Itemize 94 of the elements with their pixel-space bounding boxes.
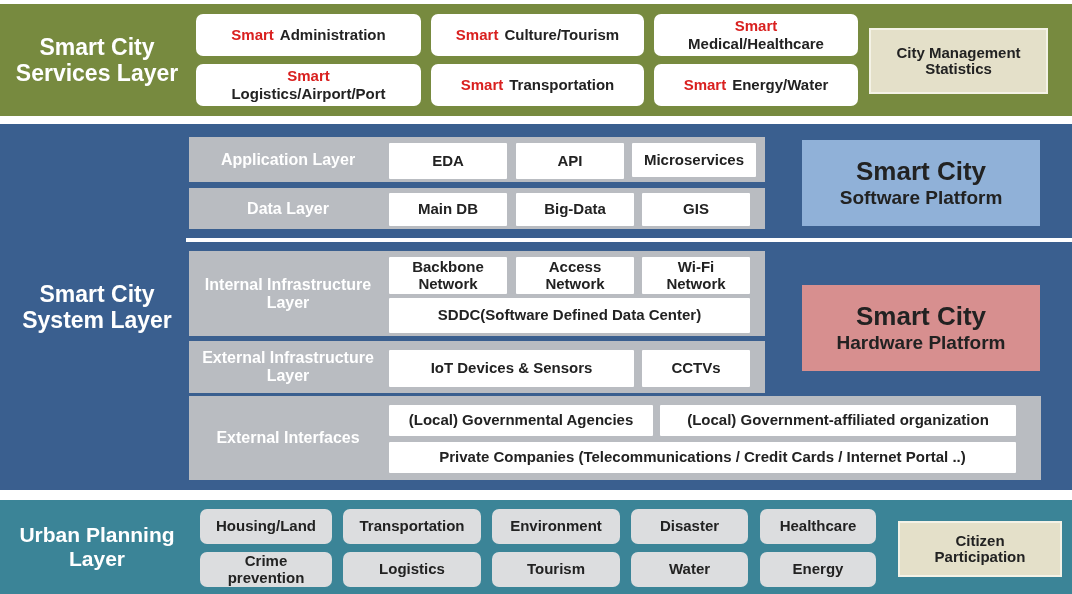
service-label: Energy/Water (732, 76, 829, 94)
box-label: Logistics (379, 561, 445, 578)
box-label: Environment (510, 518, 602, 535)
topic-box (343, 552, 481, 587)
topic-box (631, 552, 748, 587)
box-label: IoT Devices & Sensors (430, 360, 593, 377)
box-label: City Management Statistics (895, 44, 1022, 78)
prefix-label: Smart (460, 76, 504, 94)
prefix-label: Smart (287, 67, 330, 84)
service-box (654, 14, 858, 56)
layer-label: Internal Infrastructure Layer (203, 275, 373, 312)
box-label: Wi-Fi Network (665, 259, 727, 292)
box-label: Main DB (418, 201, 478, 218)
box-label: CCTVs (671, 360, 721, 377)
layer-label: External Interfaces (215, 428, 361, 448)
box-label: API (557, 152, 583, 170)
topic-box (200, 509, 332, 544)
platform-subtitle: Hardware Platform (836, 332, 1006, 354)
topic-box (760, 509, 876, 544)
layer-label: Data Layer (246, 199, 330, 218)
layer-band (0, 4, 1072, 116)
box-label: EDA (432, 152, 464, 170)
component-box (389, 442, 1016, 473)
service-box (431, 14, 644, 56)
box-label: Crime prevention (226, 553, 306, 586)
box-label: (Local) Governmental Agencies (408, 412, 634, 429)
layer-label: Smart City System Layer (21, 280, 173, 334)
platform-title: Smart City (855, 302, 986, 331)
layer-band (0, 124, 1072, 490)
component-box (516, 193, 634, 226)
box-label: Microservices (643, 151, 745, 169)
box-label: Tourism (526, 561, 586, 578)
service-label: Medical/Healthcare (688, 36, 824, 53)
platform-title: Smart City (855, 157, 986, 186)
layer-band (0, 500, 1072, 594)
component-box (660, 405, 1016, 436)
prefix-label: Smart (683, 76, 727, 94)
component-box (642, 193, 750, 226)
info-box (898, 521, 1062, 577)
box-label: Transportation (359, 518, 465, 535)
box-label: Private Companies (Telecommunications / Credit Cards / Internet Portal ..) (439, 449, 966, 466)
sublayer-row (189, 188, 765, 229)
box-label: Healthcare (779, 518, 857, 535)
component-box (389, 350, 634, 387)
layer-label: Smart City Services Layer (14, 33, 180, 87)
layer-label: External Infrastructure Layer (201, 348, 375, 386)
sublayer-row (189, 341, 765, 393)
component-box (389, 298, 750, 333)
service-box (196, 64, 421, 106)
component-box (516, 143, 624, 179)
topic-box (631, 509, 748, 544)
topic-box (492, 509, 620, 544)
topic-box (343, 509, 481, 544)
platform-box (802, 285, 1040, 371)
sublayer-row (189, 396, 1041, 480)
service-label: Transportation (509, 76, 615, 94)
box-label: Disaster (659, 518, 720, 535)
box-label: Housing/Land (216, 518, 316, 535)
box-label: (Local) Government-affiliated organization (687, 412, 989, 429)
topic-box (760, 552, 876, 587)
component-box (389, 143, 507, 179)
component-box (516, 257, 634, 294)
box-label: GIS (683, 201, 709, 218)
box-label: Water (668, 561, 711, 578)
box-label: Big-Data (544, 201, 606, 218)
topic-box (200, 552, 332, 587)
service-label: Administration (279, 26, 386, 44)
component-box (642, 350, 750, 387)
prefix-label: Smart (455, 26, 499, 44)
component-box (389, 405, 653, 436)
prefix-label: Smart (231, 26, 274, 44)
component-box (632, 143, 756, 177)
sublayer-row (189, 137, 765, 182)
service-box (431, 64, 644, 106)
box-label: Access Network (544, 259, 606, 292)
topic-box (492, 552, 620, 587)
box-label: Energy (792, 561, 844, 578)
sublayer-row (189, 251, 765, 336)
layer-label: Application Layer (219, 150, 357, 169)
component-box (642, 257, 750, 294)
info-box (869, 28, 1048, 94)
service-box (196, 14, 421, 56)
box-label: SDDC(Software Defined Data Center) (437, 307, 702, 324)
component-box (389, 257, 507, 294)
platform-subtitle: Software Platform (839, 187, 1003, 209)
prefix-label: Smart (734, 17, 778, 34)
platform-box (802, 140, 1040, 226)
component-box (389, 193, 507, 226)
service-box (654, 64, 858, 106)
box-label: Backbone Network (411, 259, 485, 292)
layer-label: Urban Planning Layer (18, 522, 176, 572)
box-label: Citizen Participation (933, 532, 1027, 566)
service-label: Logistics/Airport/Port (231, 86, 386, 103)
service-label: Culture/Tourism (504, 26, 620, 44)
